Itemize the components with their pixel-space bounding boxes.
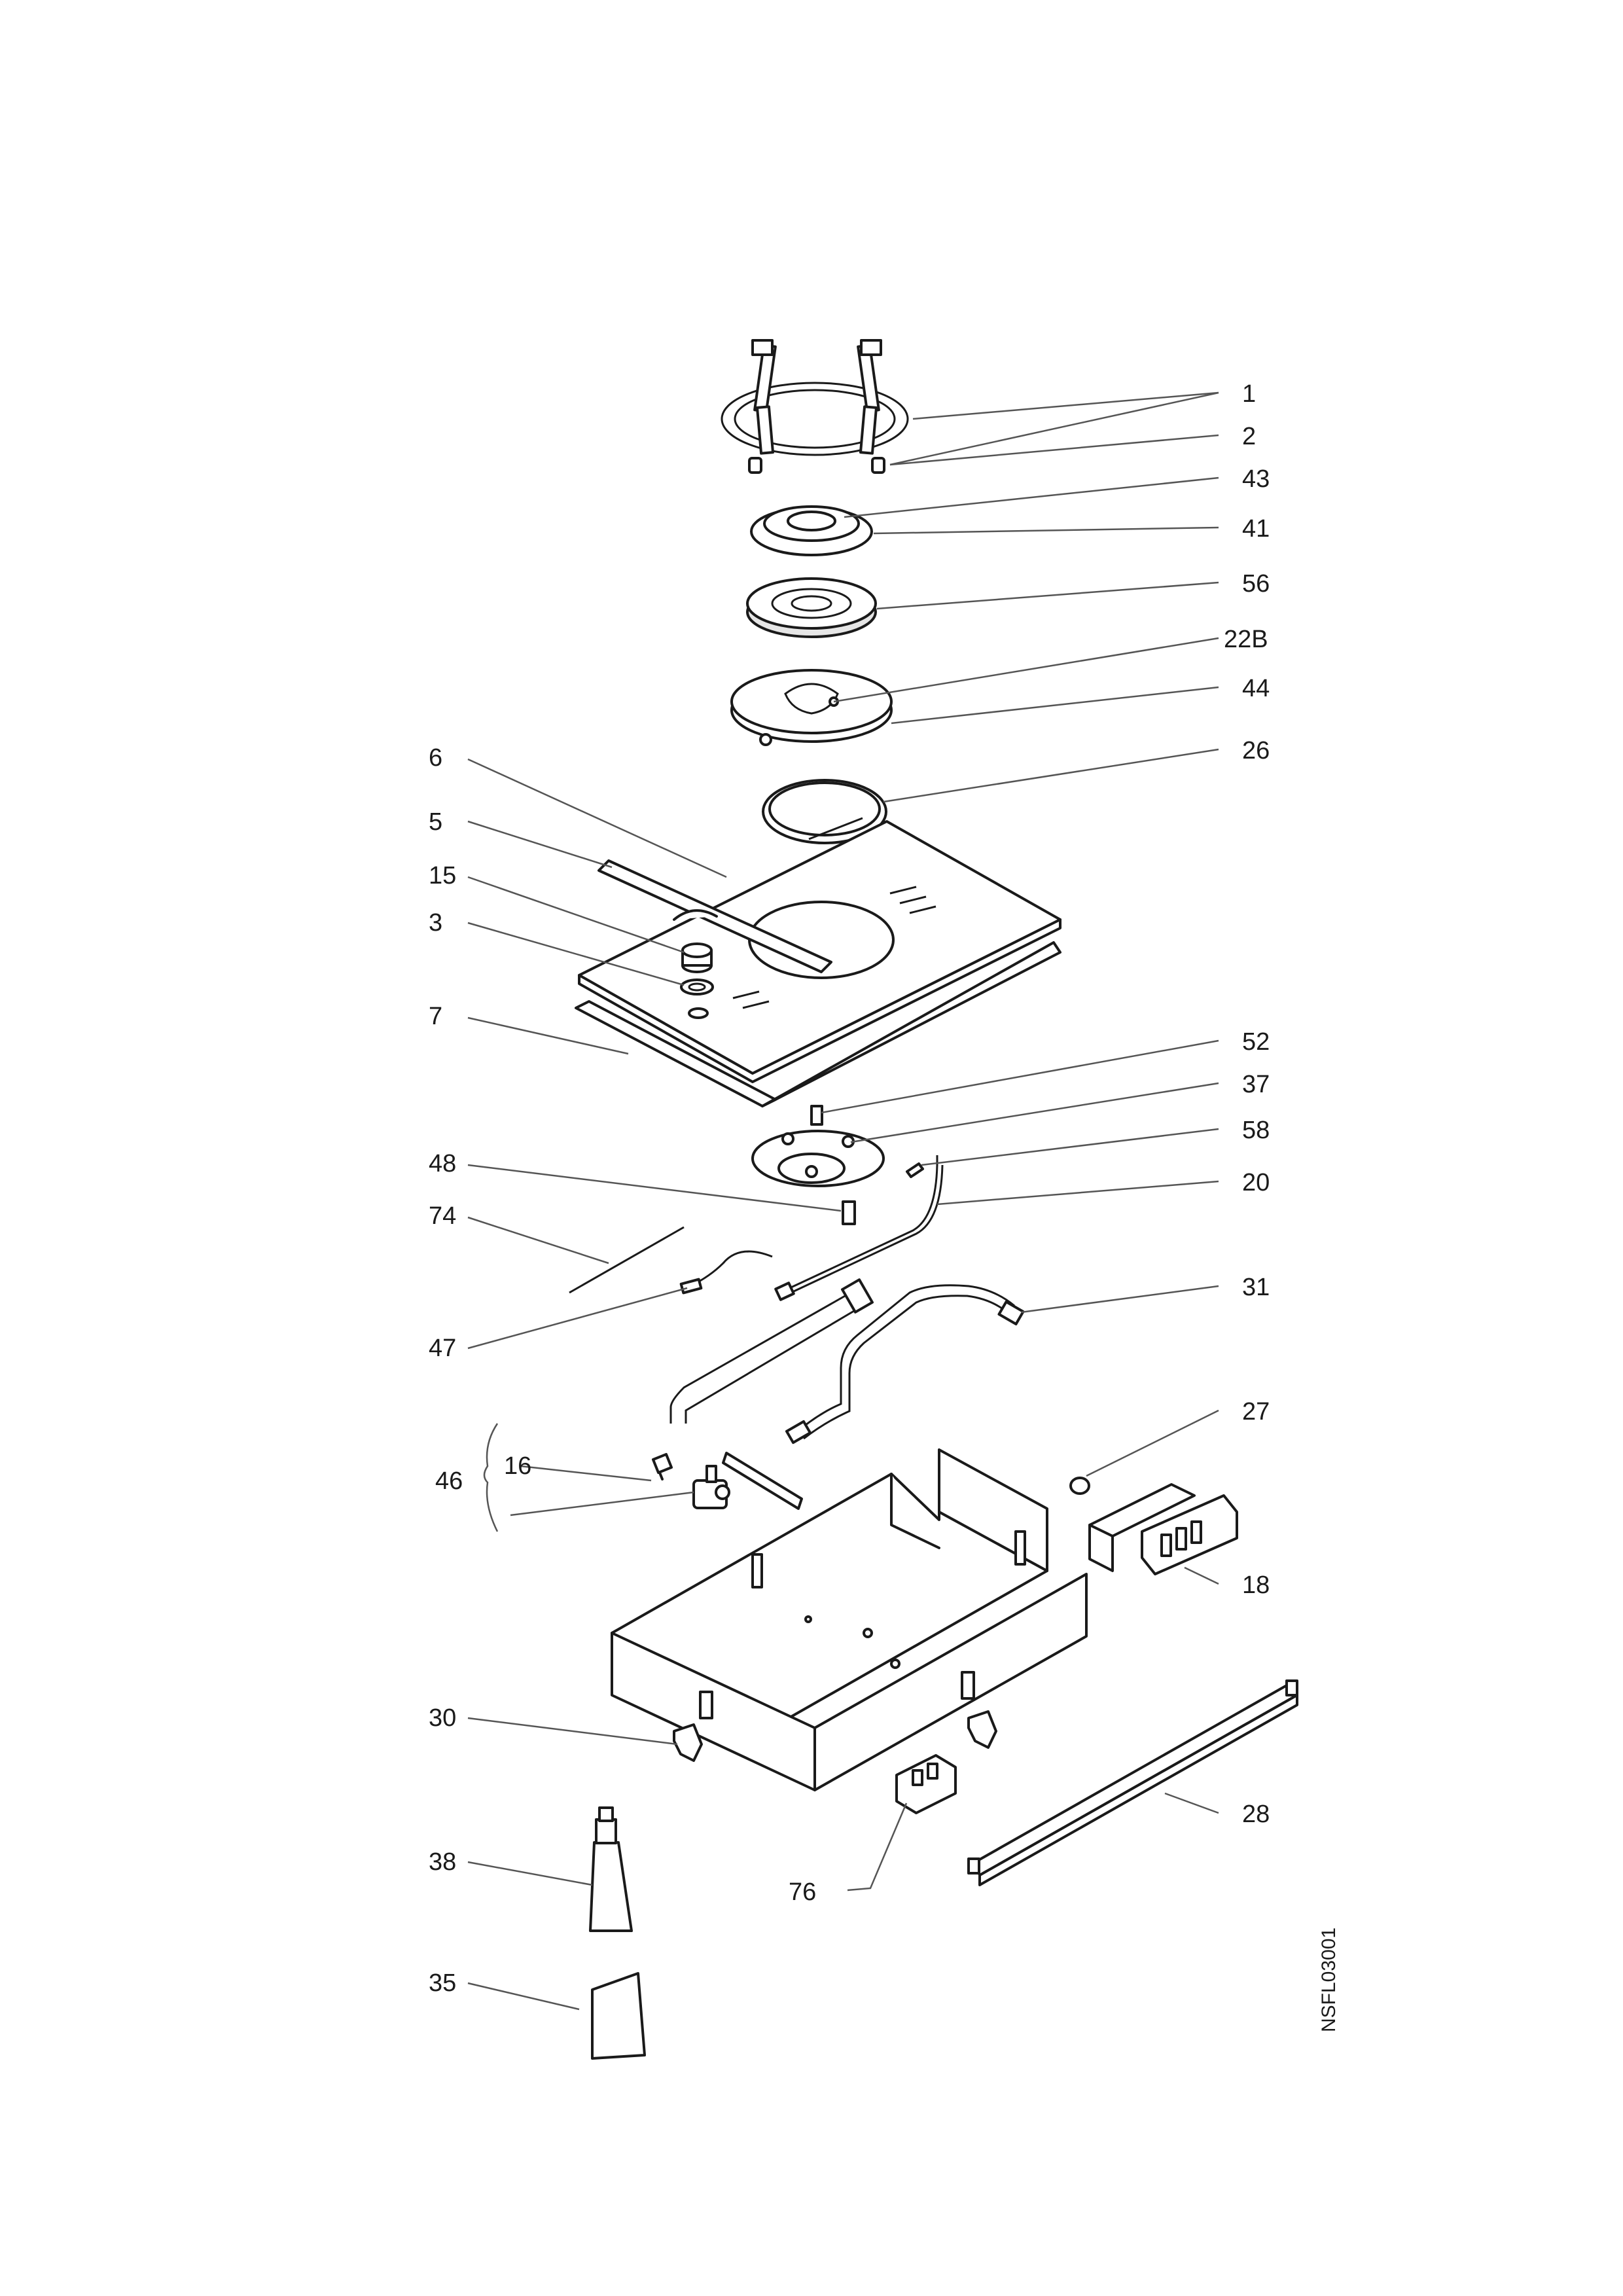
- part-flame-spreader: [746, 577, 877, 638]
- callout-74: 74: [429, 1202, 456, 1230]
- part-base-tray: [611, 1448, 1088, 1791]
- part-screw: [906, 1162, 924, 1178]
- part-ignition-lead: [679, 1250, 773, 1295]
- part-switch: [895, 1754, 957, 1814]
- callout-7: 7: [429, 1003, 442, 1030]
- callout-15: 15: [429, 862, 456, 889]
- part-instruction-sheet: [591, 1972, 646, 2060]
- callout-1: 1: [1242, 380, 1256, 408]
- callout-5: 5: [429, 808, 442, 836]
- part-terminal-block: [1088, 1483, 1238, 1575]
- part-rubber-feet: [748, 457, 885, 474]
- callout-28: 28: [1242, 1801, 1270, 1828]
- part-valve-clip: [652, 1453, 673, 1480]
- callout-43: 43: [1242, 465, 1270, 493]
- document-code: NSFL03001: [1318, 1928, 1340, 2032]
- callout-58: 58: [1242, 1117, 1270, 1144]
- part-knob-bezel: [680, 978, 714, 996]
- callout-76: 76: [789, 1878, 816, 1906]
- part-seal-ring: [762, 779, 887, 844]
- callout-16: 16: [504, 1452, 531, 1480]
- callout-labels: 1 2 43 41 56 22B 44 26 6 5 15 3 7 52 37 …: [429, 380, 1270, 1997]
- leader-lines: [467, 391, 1219, 2011]
- part-trim-rail: [967, 1679, 1298, 1886]
- callout-22B: 22B: [1224, 626, 1268, 653]
- callout-30: 30: [429, 1704, 456, 1732]
- part-seal-frame: [575, 941, 1061, 1107]
- part-clip-left: [673, 1723, 703, 1762]
- callout-41: 41: [1242, 515, 1270, 543]
- callout-38: 38: [429, 1848, 456, 1876]
- callout-46: 46: [435, 1467, 463, 1495]
- callout-48: 48: [429, 1150, 456, 1177]
- part-control-knob: [681, 942, 713, 973]
- part-thermocouple: [774, 1155, 944, 1301]
- part-spark-rod: [569, 1226, 685, 1294]
- callout-56: 56: [1242, 570, 1270, 598]
- part-burner-mount: [751, 1130, 885, 1187]
- callout-6: 6: [429, 744, 442, 772]
- part-gasket-strip: [597, 859, 832, 973]
- callout-37: 37: [1242, 1071, 1270, 1098]
- callout-27: 27: [1242, 1398, 1270, 1426]
- part-glass-top: [578, 820, 1061, 1083]
- callout-18: 18: [1242, 1571, 1270, 1599]
- callout-3: 3: [429, 909, 442, 937]
- callout-47: 47: [429, 1335, 456, 1362]
- part-thermocouple-head: [842, 1200, 856, 1225]
- part-pan-support: [721, 339, 909, 456]
- callout-2: 2: [1242, 423, 1256, 450]
- callout-26: 26: [1242, 737, 1270, 764]
- callout-52: 52: [1242, 1028, 1270, 1056]
- part-injector: [810, 1105, 823, 1126]
- part-burner-cap: [750, 505, 873, 556]
- part-burner-base: [730, 669, 893, 746]
- part-gas-pipe: [669, 1278, 1025, 1510]
- part-gas-valve: [692, 1465, 730, 1509]
- part-sealant-tube: [589, 1806, 633, 1932]
- callout-20: 20: [1242, 1169, 1270, 1196]
- callout-44: 44: [1242, 675, 1270, 702]
- callout-35: 35: [429, 1969, 456, 1997]
- part-clip-right: [967, 1710, 997, 1749]
- callout-31: 31: [1242, 1274, 1270, 1301]
- part-grommet: [1069, 1477, 1090, 1495]
